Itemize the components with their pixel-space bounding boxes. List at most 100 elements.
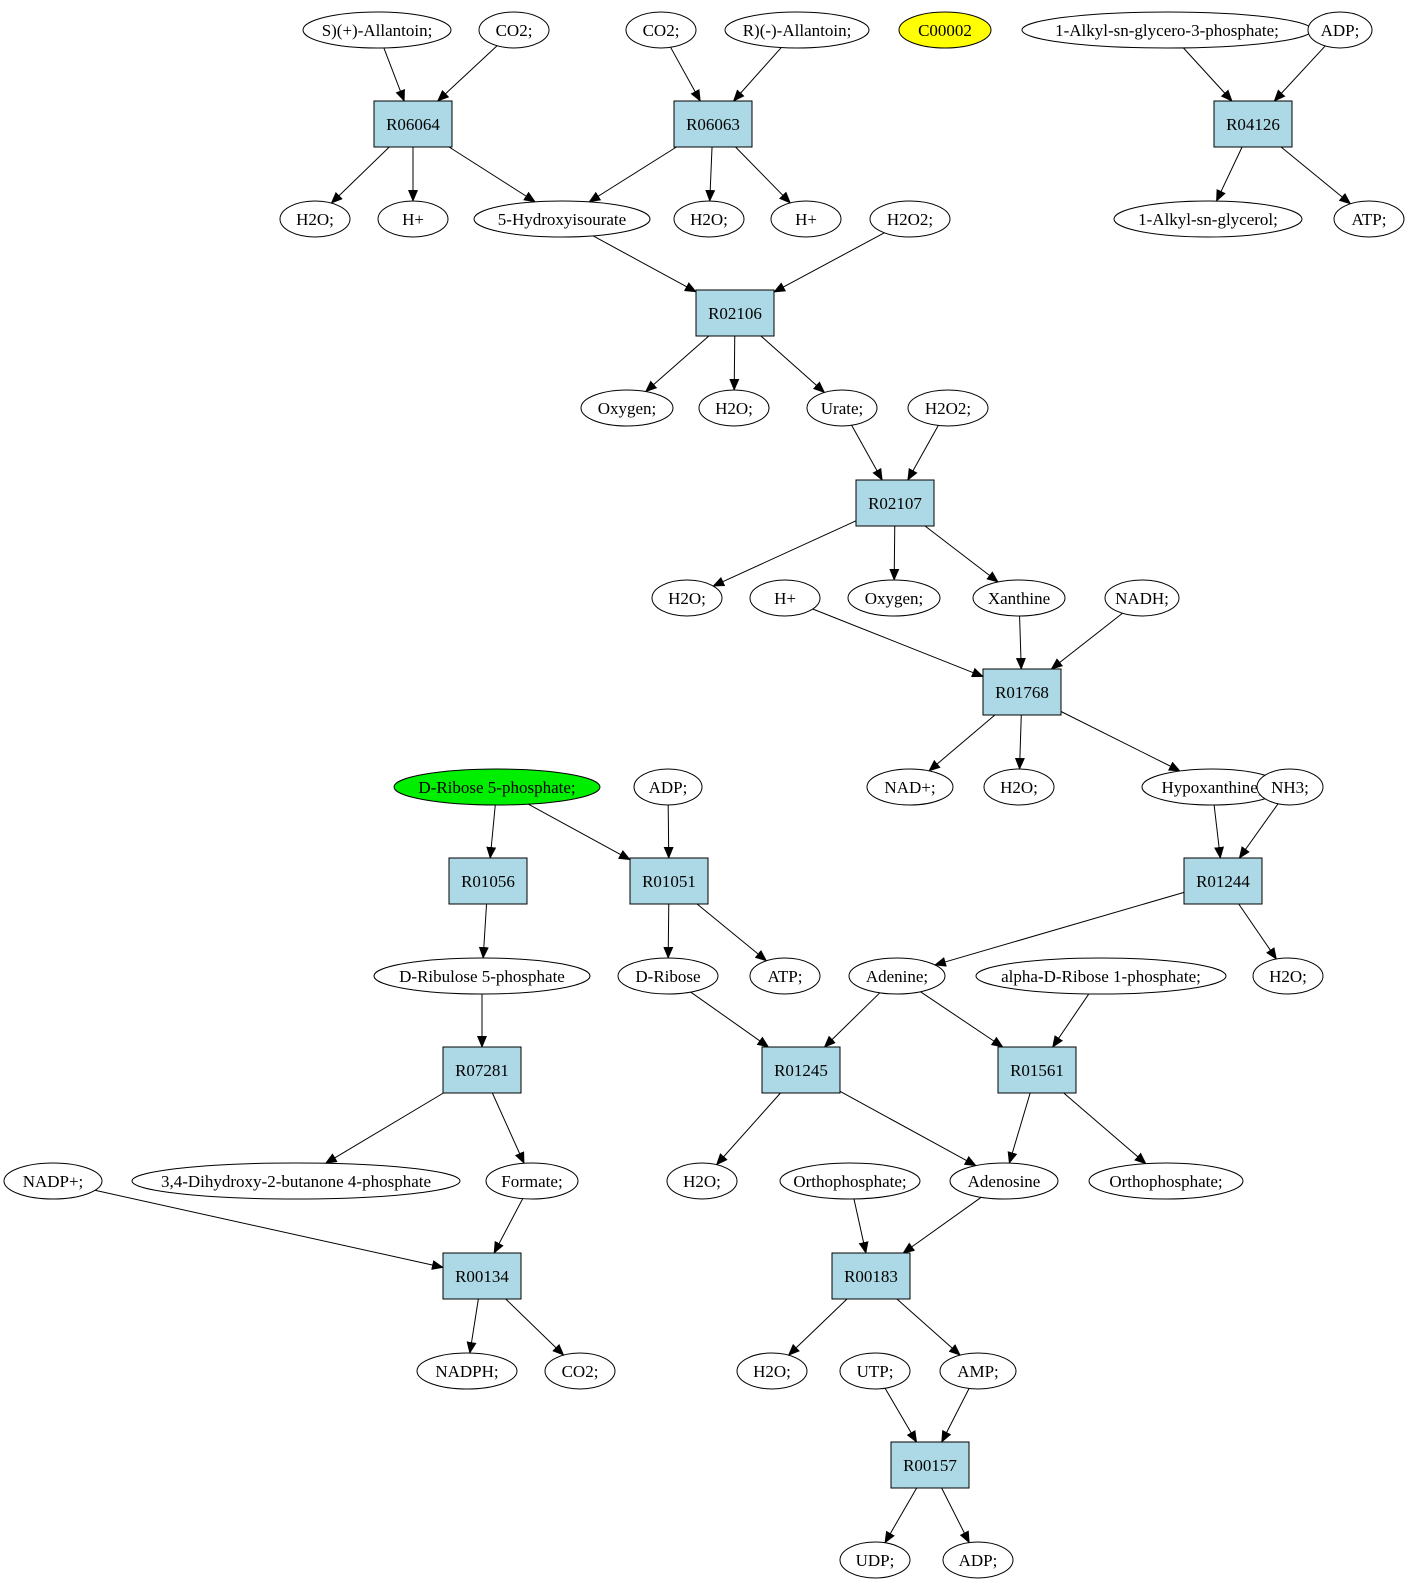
reaction-box (442, 1252, 522, 1300)
edge-c_nadpplus-to-r_R00134 (94, 1189, 444, 1270)
compound-node-c_adp_top: ADP; (1307, 11, 1373, 49)
edge-r_R00157-to-c_udp (884, 1487, 918, 1544)
node-label: R01244 (1196, 872, 1250, 891)
reaction-box (831, 1252, 911, 1300)
edge-r_R04126-to-c_atp_top (1280, 146, 1352, 205)
compound-node-c_h2o_1: H2O; (279, 200, 351, 238)
edge-r_R02106-to-c_h2o_3 (729, 335, 740, 392)
compound-node-c_h2o_4: H2O; (651, 579, 723, 617)
edge-c_urate-to-r_R02107 (851, 425, 883, 481)
compound-node-c_dribose: D-Ribose (617, 957, 719, 995)
edge-r_R02107-to-c_xanthine (924, 525, 999, 583)
compound-node-c_c00002: C00002 (898, 11, 992, 49)
node-label: R00183 (844, 1267, 898, 1286)
compound-ellipse (625, 11, 697, 49)
edge-r_R00134-to-c_nadph (466, 1298, 479, 1355)
compound-node-c_atp_mid: ATP; (749, 957, 821, 995)
node-label: H2O; (753, 1362, 791, 1381)
node-label: CO2; (496, 21, 533, 40)
compound-node-c_h2o_8: H2O; (736, 1352, 808, 1390)
compound-node-c_hplus_1: H+ (377, 200, 449, 238)
compound-node-c_h2o2_2: H2O2; (907, 389, 989, 427)
compound-node-c_orthophosphate_1: Orthophosphate; (779, 1162, 921, 1200)
reaction-box (997, 1046, 1077, 1094)
edge-c_adenine-to-r_R01561 (920, 991, 1004, 1048)
compound-ellipse (377, 200, 449, 238)
compound-ellipse (1252, 957, 1324, 995)
node-label: H2O; (1000, 778, 1038, 797)
node-label: H2O; (1269, 967, 1307, 986)
compound-node-c_urate: Urate; (806, 389, 878, 427)
compound-ellipse (1307, 11, 1373, 49)
node-label: 1-Alkyl-sn-glycero-3-phosphate; (1055, 21, 1279, 40)
compound-ellipse (1113, 200, 1303, 238)
compound-ellipse (651, 579, 723, 617)
compound-ellipse (373, 957, 591, 995)
compound-node-c_orthophosphate_2: Orthophosphate; (1088, 1162, 1244, 1200)
node-label: AMP; (957, 1362, 999, 1381)
reaction-node-r_R01056: R01056 (448, 857, 528, 905)
compound-node-c_nadpplus: NADP+; (3, 1162, 103, 1200)
compound-ellipse (473, 200, 651, 238)
edge-c_adenosine-to-r_R00183 (902, 1196, 982, 1254)
edge-r_R01245-to-c_h2o_7 (715, 1092, 781, 1166)
edge-c_co2_a-to-r_R06064 (436, 45, 498, 102)
edge-c_adenine-to-r_R01245 (823, 992, 881, 1048)
node-label: ADP; (959, 1551, 998, 1570)
reaction-node-r_R06063: R06063 (673, 100, 753, 148)
node-label: H+ (795, 210, 817, 229)
edge-r_R00134-to-c_co2_c (505, 1298, 565, 1356)
edge-c_formate-to-r_R00134 (493, 1198, 524, 1254)
node-label: S)(+)-Allantoin; (322, 21, 433, 40)
compound-ellipse (975, 957, 1227, 995)
compound-ellipse (580, 389, 674, 427)
node-label: CO2; (562, 1362, 599, 1381)
compound-node-c_xanthine: Xanthine (972, 579, 1066, 617)
edge-c_amp-to-r_R00157 (941, 1388, 970, 1443)
edge-c_nh3-to-r_R01244 (1238, 803, 1279, 859)
compound-ellipse (633, 768, 703, 806)
edge-r_R01768-to-c_h2o_5 (1014, 714, 1025, 771)
compound-ellipse (770, 200, 842, 238)
reaction-box (442, 1046, 522, 1094)
compound-ellipse (983, 768, 1055, 806)
compound-ellipse (698, 389, 770, 427)
edge-c_alkyl_g3p-to-r_R04126 (1182, 47, 1233, 102)
compound-ellipse (478, 11, 550, 49)
node-label: NH3; (1271, 778, 1309, 797)
edge-r_R00183-to-c_h2o_8 (787, 1298, 848, 1356)
edge-r_R01768-to-c_nadplus (928, 714, 996, 772)
edge-r_R06063-to-c_h2o_2 (705, 146, 716, 203)
edge-r_R01561-to-c_adenosine (1007, 1092, 1031, 1165)
compound-node-c_h2o_5: H2O; (983, 768, 1055, 806)
edge-c_adr1p-to-r_R01561 (1052, 993, 1090, 1048)
compound-node-c_h2o_6: H2O; (1252, 957, 1324, 995)
node-label: ADP; (649, 778, 688, 797)
compound-node-c_amp: AMP; (939, 1352, 1017, 1390)
reaction-node-r_R02107: R02107 (855, 479, 935, 527)
edge-c_sallantoin-to-r_R06064 (383, 47, 405, 102)
node-label: R00134 (455, 1267, 509, 1286)
node-label: NADH; (1115, 589, 1169, 608)
compound-node-c_udp: UDP; (839, 1541, 911, 1579)
node-label: ADP; (1321, 21, 1360, 40)
reaction-node-r_R01051: R01051 (629, 857, 709, 905)
edge-c_nadh-to-r_R01768 (1050, 612, 1123, 670)
reaction-node-r_R07281: R07281 (442, 1046, 522, 1094)
reaction-node-r_R00157: R00157 (890, 1441, 970, 1489)
node-label: R06064 (386, 115, 440, 134)
node-label: H+ (402, 210, 424, 229)
node-label: 1-Alkyl-sn-glycerol; (1138, 210, 1278, 229)
compound-ellipse (1088, 1162, 1244, 1200)
node-label: Orthophosphate; (1109, 1172, 1222, 1191)
edge-r_R06063-to-c_hplus_2 (735, 146, 791, 204)
edge-r_R00157-to-c_adp_bot (941, 1487, 970, 1544)
compound-ellipse (544, 1352, 616, 1390)
reaction-box (695, 289, 775, 337)
node-label: UTP; (857, 1362, 894, 1381)
compound-ellipse (1256, 768, 1324, 806)
reaction-box (1213, 100, 1293, 148)
compound-node-c_utp: UTP; (839, 1352, 911, 1390)
node-label: D-Ribose 5-phosphate; (418, 778, 575, 797)
